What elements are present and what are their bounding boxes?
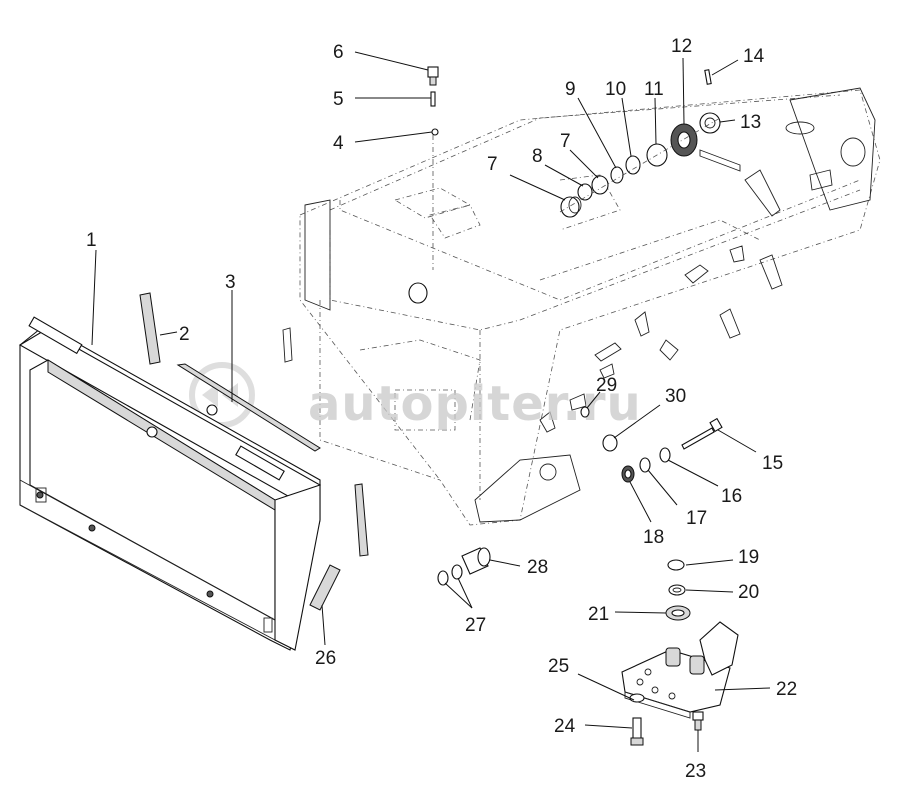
part-18-nut <box>621 465 635 483</box>
callout-3: 3 <box>225 272 236 293</box>
callout-4: 4 <box>333 133 344 154</box>
callout-22: 22 <box>776 679 797 700</box>
part-7b-bushing <box>591 175 609 195</box>
callout-10: 10 <box>605 79 626 100</box>
strip-vertical <box>176 363 369 557</box>
part-21-bushing <box>665 605 691 621</box>
part-29-pin <box>580 406 590 418</box>
callout-14: 14 <box>743 46 765 67</box>
part-23-bolt <box>692 711 704 731</box>
callout-29: 29 <box>596 375 617 396</box>
part-16-washer <box>659 447 671 463</box>
part-28-bushing <box>461 547 491 575</box>
part-6-bolt <box>427 66 439 86</box>
part-12-bearing <box>670 123 698 157</box>
callout-27: 27 <box>465 615 486 636</box>
callout-2: 2 <box>179 324 190 345</box>
part-10-washer <box>625 155 641 175</box>
callout-8: 8 <box>532 146 543 167</box>
part-1-frame <box>18 316 322 651</box>
watermark: autopiter.ru <box>189 362 642 432</box>
callout-13: 13 <box>740 112 761 133</box>
part-14-pin <box>704 69 712 85</box>
part-20-washer <box>668 584 686 596</box>
part-30-bushing <box>602 434 618 452</box>
callout-7b: 7 <box>560 131 571 152</box>
callout-17: 17 <box>686 508 707 529</box>
callout-26: 26 <box>315 648 336 669</box>
watermark-text: autopiter.ru <box>308 376 642 432</box>
part-4-washer <box>431 128 439 136</box>
part-25-washer <box>629 693 645 703</box>
leader-lines <box>91 51 771 752</box>
callout-23: 23 <box>685 761 706 782</box>
callout-20: 20 <box>738 582 759 603</box>
part-2-strip <box>139 292 161 365</box>
callout-15: 15 <box>762 453 783 474</box>
callout-7: 7 <box>487 154 498 175</box>
callout-19: 19 <box>738 547 759 568</box>
part-19-washer <box>667 559 685 571</box>
callout-16: 16 <box>721 486 742 507</box>
callout-21: 21 <box>588 604 609 625</box>
callout-28: 28 <box>527 557 548 578</box>
part-24-bolt <box>630 717 644 746</box>
part-8-ring <box>577 183 593 201</box>
callout-24: 24 <box>554 716 576 737</box>
callout-1: 1 <box>86 230 97 251</box>
callout-5: 5 <box>333 89 344 110</box>
callout-18: 18 <box>643 527 664 548</box>
part-27-washers <box>437 564 463 586</box>
part-26-strip <box>309 564 341 611</box>
callouts: 1 2 3 4 5 6 7 7 8 9 10 11 12 13 14 15 16… <box>86 36 797 782</box>
callout-6: 6 <box>333 42 344 63</box>
callout-30: 30 <box>665 386 686 407</box>
callout-11: 11 <box>644 79 664 100</box>
callout-12: 12 <box>671 36 692 57</box>
part-17-washer <box>639 457 651 473</box>
part-7-bushing <box>560 196 582 218</box>
part-15-bolt <box>681 417 723 450</box>
callout-9: 9 <box>565 79 576 100</box>
part-22-bracket <box>621 621 739 719</box>
callout-25: 25 <box>548 656 569 677</box>
frame-body <box>282 87 881 526</box>
part-5-pin <box>430 91 436 107</box>
part-13-nut <box>699 112 721 134</box>
